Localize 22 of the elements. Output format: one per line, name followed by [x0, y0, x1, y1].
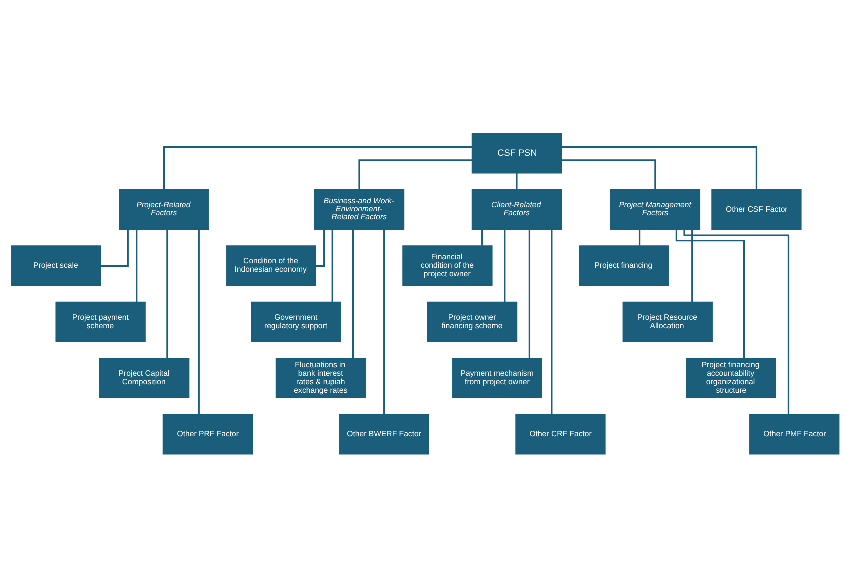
connector — [316, 230, 326, 268]
connector — [352, 230, 354, 358]
node-box: CSF PSN — [472, 133, 562, 174]
connector — [384, 230, 386, 414]
connector — [482, 230, 484, 246]
connector — [504, 230, 506, 302]
connector — [676, 230, 746, 358]
connector — [166, 230, 168, 358]
connector — [163, 146, 472, 190]
connector — [562, 160, 656, 190]
connector — [332, 230, 334, 302]
connector — [638, 230, 641, 246]
connector — [198, 230, 200, 414]
connector — [358, 160, 472, 190]
connector — [101, 230, 129, 268]
connector — [136, 230, 138, 302]
connector — [528, 230, 531, 358]
connector — [562, 146, 758, 190]
connector — [551, 230, 553, 414]
connector — [684, 230, 790, 414]
connector — [692, 230, 694, 302]
connector — [516, 174, 518, 190]
